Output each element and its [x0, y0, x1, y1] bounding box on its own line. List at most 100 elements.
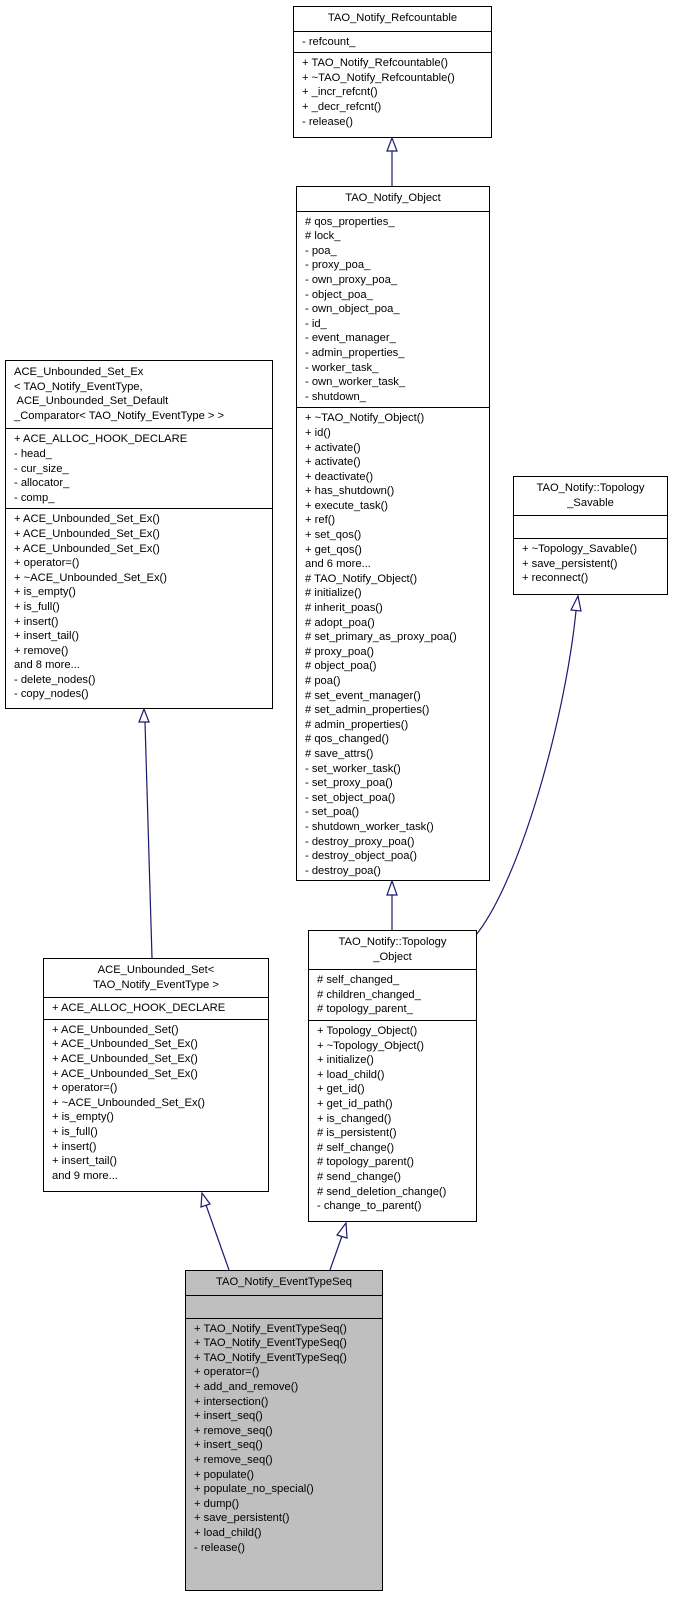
- member: # self_changed_: [317, 974, 400, 987]
- class-name: ACE_Unbounded_Set_Ex < TAO_Notify_EventTy…: [6, 361, 272, 428]
- arrowhead-refcountable: [386, 136, 398, 152]
- class-name: TAO_Notify::Topology_Object: [309, 931, 476, 969]
- class-name-line: ACE_Unbounded_Set_Ex: [14, 366, 144, 378]
- member: + get_id(): [317, 1083, 365, 1096]
- member: + ACE_Unbounded_Set_Ex(): [14, 542, 160, 555]
- member: and 9 more...: [52, 1169, 118, 1182]
- class-name-line: ACE_Unbounded_Set<: [97, 964, 215, 976]
- class-name-line: TAO_Notify::Topology: [536, 482, 645, 494]
- member: # set_admin_properties(): [305, 704, 430, 717]
- member: # qos_properties_: [305, 215, 395, 228]
- member: # proxy_poa(): [305, 645, 375, 658]
- member: + ~ACE_Unbounded_Set_Ex(): [14, 571, 167, 584]
- member: - poa_: [305, 244, 337, 257]
- class-ace-unbounded-set-ex[interactable]: ACE_Unbounded_Set_Ex < TAO_Notify_EventTy…: [5, 360, 273, 709]
- member: + activate(): [305, 441, 361, 454]
- member: # lock_: [305, 230, 341, 243]
- member: + TAO_Notify_EventTypeSeq(): [194, 1351, 347, 1364]
- methods-section: + ~Topology_Savable()+ save_persistent()…: [514, 538, 667, 589]
- class-name-line: _Object: [373, 950, 412, 963]
- attributes-section: [514, 515, 667, 538]
- class-topology-object[interactable]: TAO_Notify::Topology_Object # self_chang…: [308, 930, 477, 1222]
- member: + is_changed(): [317, 1112, 392, 1125]
- member: + insert(): [52, 1140, 97, 1153]
- member: # adopt_poa(): [305, 616, 375, 629]
- methods-section: + ACE_Unbounded_Set_Ex()+ ACE_Unbounded_…: [6, 508, 272, 705]
- attributes-section: - refcount_: [294, 30, 491, 53]
- class-name-line: _Savable: [567, 496, 614, 509]
- member: + deactivate(): [305, 470, 374, 483]
- member: + add_and_remove(): [194, 1380, 299, 1393]
- member: - destroy_proxy_poa(): [305, 835, 415, 848]
- edge-seq-to-topology-object: [329, 1235, 343, 1271]
- attributes-section: # qos_properties_ # lock_- poa_ - proxy_po…: [297, 210, 489, 408]
- member: + insert_seq(): [194, 1439, 263, 1452]
- member: + ACE_Unbounded_Set(): [52, 1023, 179, 1036]
- member: - proxy_poa_: [305, 259, 371, 272]
- member: + ACE_Unbounded_Set_Ex(): [52, 1067, 198, 1080]
- member: + remove(): [14, 644, 69, 657]
- member: + ~TAO_Notify_Refcountable(): [302, 71, 455, 84]
- member: # topology_parent(): [317, 1156, 415, 1169]
- member: # poa(): [305, 675, 341, 687]
- member: + dump(): [194, 1497, 240, 1510]
- member: - set_poa(): [305, 806, 360, 819]
- member: - allocator_: [14, 477, 70, 490]
- class-tao-notify-refcountable[interactable]: TAO_Notify_Refcountable - refcount_ + TA…: [293, 6, 492, 138]
- class-name-line: < TAO_Notify_EventType,: [14, 380, 143, 393]
- class-name: TAO_Notify_Refcountable: [327, 12, 458, 24]
- member: + id(): [305, 426, 331, 439]
- edge-topology-object-to-savable: [475, 610, 577, 936]
- member: # is_persistent(): [317, 1127, 397, 1140]
- class-name-line: TAO_Notify::Topology: [338, 936, 447, 948]
- member: + initialize(): [317, 1054, 374, 1067]
- member: + operator=(): [52, 1082, 118, 1095]
- class-name: TAO_Notify_EventTypeSeq: [216, 1276, 352, 1288]
- member: + insert_tail(): [52, 1155, 117, 1168]
- member: and 8 more...: [14, 659, 80, 672]
- member: + is_full(): [14, 600, 60, 613]
- member: + get_id_path(): [317, 1097, 393, 1110]
- member: - refcount_: [302, 35, 356, 48]
- member: - own_object_poa_: [305, 303, 400, 316]
- methods-section: + TAO_Notify_EventTypeSeq()+ TAO_Notify_…: [186, 1317, 382, 1559]
- methods-section: + ACE_Unbounded_Set() + ACE_Unbounded_Set…: [44, 1018, 268, 1187]
- arrowhead-object: [386, 879, 398, 896]
- member: + ACE_Unbounded_Set_Ex(): [52, 1038, 198, 1051]
- member: + save_persistent(): [522, 557, 618, 570]
- member: + load_child(): [317, 1068, 385, 1081]
- member: + load_child(): [194, 1526, 262, 1539]
- member: + ref(): [305, 514, 336, 527]
- member: + activate(): [305, 456, 361, 469]
- member: # inherit_poas(): [305, 602, 383, 615]
- member: - admin_properties_: [305, 346, 405, 359]
- member: + populate(): [194, 1468, 255, 1481]
- member: + _incr_refcnt(): [302, 86, 378, 99]
- attributes-section: + ACE_ALLOC_HOOK_DECLARE- head_- cur_siz…: [6, 428, 272, 508]
- class-ace-unbounded-set[interactable]: ACE_Unbounded_Set< TAO_Notify_EventType >…: [43, 958, 269, 1192]
- member: + remove_seq(): [194, 1424, 273, 1437]
- member: + has_shutdown(): [305, 485, 395, 498]
- member: + Topology_Object(): [317, 1024, 418, 1037]
- member: + operator=(): [14, 557, 80, 570]
- member: - own_proxy_poa_: [305, 273, 398, 286]
- class-topology-savable[interactable]: TAO_Notify::Topology_Savable + ~Topology…: [513, 476, 668, 595]
- edge-seq-to-unbounded-set: [205, 1204, 230, 1271]
- class-name-line: TAO_Notify_EventType >: [93, 978, 219, 991]
- member: + save_persistent(): [194, 1512, 290, 1525]
- member: + ~Topology_Object(): [317, 1039, 424, 1052]
- member: - release(): [194, 1541, 245, 1554]
- class-tao-notify-event-type-seq[interactable]: TAO_Notify_EventTypeSeq + TAO_Notify_Eve…: [185, 1270, 383, 1591]
- member: - destroy_poa(): [305, 864, 381, 877]
- class-tao-notify-object[interactable]: TAO_Notify_Object # qos_properties_# loc…: [296, 186, 490, 881]
- attributes-section: # self_changed_# children_changed_# topo…: [309, 969, 476, 1020]
- member: + insert_tail(): [14, 630, 79, 643]
- member: # send_change(): [317, 1170, 401, 1183]
- member: # set_event_manager(): [305, 689, 421, 702]
- member: # send_deletion_change(): [317, 1185, 447, 1198]
- class-name-line: _Comparator< TAO_Notify_EventType > >: [14, 409, 225, 422]
- attributes-section: [186, 1294, 382, 1318]
- member: - shutdown_worker_task(): [305, 820, 434, 833]
- member: # object_poa(): [305, 660, 377, 673]
